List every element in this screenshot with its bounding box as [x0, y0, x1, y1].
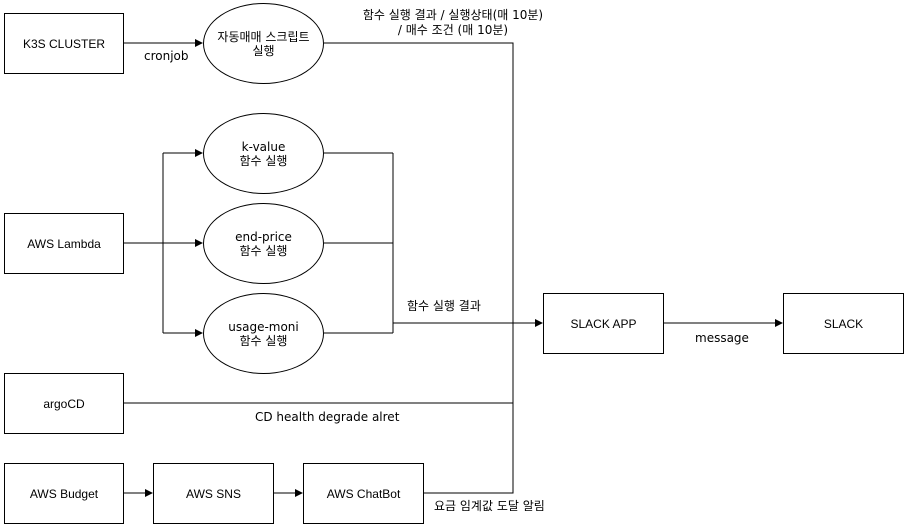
label-autotrade-result-2: / 매수 조건 (매 10분) — [397, 23, 509, 37]
node-k3s-cluster: K3S CLUSTER — [4, 13, 124, 74]
node-slack-app: SLACK APP — [543, 293, 664, 354]
node-aws-sns: AWS SNS — [153, 463, 274, 524]
node-aws-lambda: AWS Lambda — [4, 213, 124, 274]
label-budget-alert: 요금 임계값 도달 알림 — [434, 499, 545, 513]
node-slack: SLACK — [783, 293, 904, 354]
endprice-line2: 함수 실행 — [239, 243, 288, 258]
label-cronjob: cronjob — [144, 49, 189, 63]
label-lambda-result: 함수 실행 결과 — [407, 299, 481, 313]
node-aws-sns-label: AWS SNS — [186, 486, 241, 501]
label-autotrade-result-1: 함수 실행 결과 / 실행상태(매 10분) — [362, 8, 544, 22]
node-endprice-function: end-price 함수 실행 — [203, 203, 324, 284]
kvalue-line1: k-value — [241, 139, 286, 154]
autotrade-line1: 자동매매 스크립트 — [217, 29, 310, 44]
node-usagemoni-function: usage-moni 함수 실행 — [203, 293, 324, 374]
node-kvalue-function: k-value 함수 실행 — [203, 113, 324, 194]
autotrade-line2: 실행 — [252, 43, 275, 58]
node-aws-budget-label: AWS Budget — [29, 486, 99, 501]
usagemoni-line1: usage-moni — [228, 319, 299, 334]
usagemoni-line2: 함수 실행 — [239, 333, 288, 348]
node-argocd-label: argoCD — [43, 396, 85, 411]
kvalue-line2: 함수 실행 — [239, 153, 288, 168]
node-aws-chatbot: AWS ChatBot — [303, 463, 424, 524]
node-slack-app-label: SLACK APP — [570, 316, 637, 331]
node-k3s-cluster-label: K3S CLUSTER — [22, 36, 106, 51]
node-aws-chatbot-label: AWS ChatBot — [326, 486, 401, 501]
node-slack-label: SLACK — [823, 316, 864, 331]
edge-autotrade-trunk — [324, 42, 514, 494]
node-aws-budget: AWS Budget — [4, 463, 124, 524]
label-message: message — [695, 331, 749, 345]
label-cd-health: CD health degrade alret — [255, 410, 400, 424]
node-aws-lambda-label: AWS Lambda — [27, 236, 101, 251]
endprice-line1: end-price — [235, 229, 292, 244]
node-autotrade-script: 자동매매 스크립트 실행 — [203, 3, 324, 84]
node-argocd: argoCD — [4, 373, 124, 434]
